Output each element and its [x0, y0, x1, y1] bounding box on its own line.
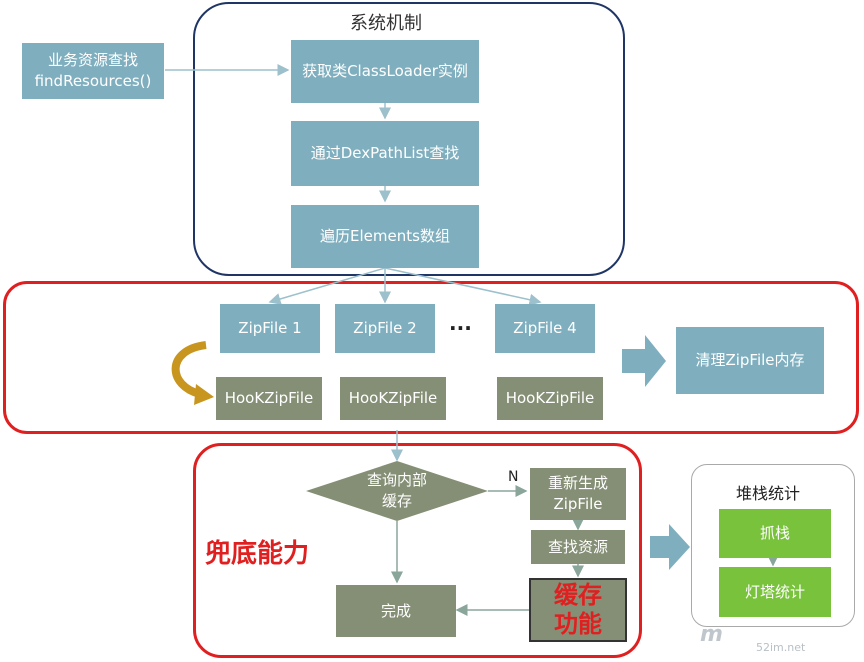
elements-box: 遍历Elements数组 [291, 205, 479, 268]
hook-curve-arrow [171, 341, 207, 398]
stack-title: 堆栈统计 [736, 484, 801, 503]
done-box: 完成 [336, 585, 456, 637]
system-frame [193, 2, 625, 276]
hookzipfile-1-box: HooKZipFile [216, 377, 322, 420]
find-resource-box: 查找资源 [531, 530, 625, 564]
regenerate-zipfile-box: 重新生成 ZipFile [530, 468, 626, 520]
stack-frame [691, 464, 855, 627]
system-title: 系统机制 [350, 13, 422, 34]
cache-feature-box: 缓存 功能 [529, 578, 627, 642]
decision-text: 查询内部 缓存 [366, 471, 427, 510]
fallback-frame [193, 443, 642, 658]
watermark-text: 52im.net [756, 641, 806, 654]
no-branch-label: N [508, 469, 519, 485]
hookzipfile-2-box: HooKZipFile [340, 377, 446, 420]
fallback-title: 兜底能力 [205, 539, 310, 569]
arrow-to-clean [622, 335, 666, 387]
zipfile-4-box: ZipFile 4 [495, 304, 595, 353]
arrow-to-stack [650, 524, 690, 570]
grab-stack-box: 抓栈 [719, 509, 831, 558]
zipfile-2-box: ZipFile 2 [335, 304, 435, 353]
get-classloader-box: 获取类ClassLoader实例 [291, 40, 479, 103]
dexpathlist-box: 通过DexPathList查找 [291, 121, 479, 186]
hook-arrow-head [194, 384, 214, 405]
business-lookup-box: 业务资源查找 findResources() [22, 43, 164, 99]
clean-zipfile-memory-box: 清理ZipFile内存 [676, 327, 824, 394]
lighthouse-stats-box: 灯塔统计 [719, 567, 831, 617]
zipfile-frame [3, 281, 859, 434]
hookzipfile-3-box: HooKZipFile [497, 377, 603, 420]
watermark-logo: m [700, 622, 723, 647]
zipfile-1-box: ZipFile 1 [220, 304, 320, 353]
decision-diamond [306, 461, 488, 521]
ellipsis: ··· [449, 316, 472, 340]
